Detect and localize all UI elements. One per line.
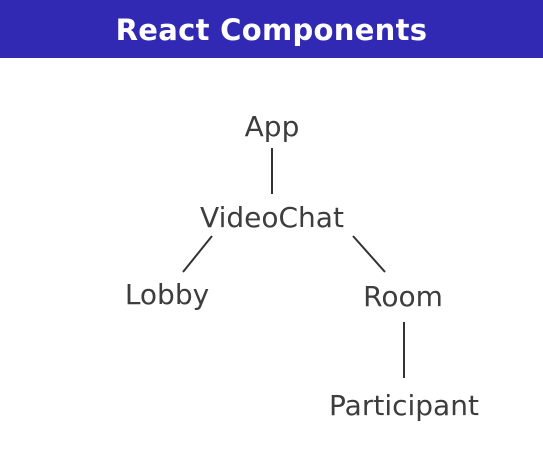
edge-videochat-room (352, 235, 386, 273)
node-app: App (245, 110, 300, 143)
node-lobby: Lobby (125, 278, 209, 311)
edge-videochat-lobby (182, 235, 213, 273)
header-banner: React Components (0, 0, 543, 58)
node-videochat: VideoChat (200, 201, 344, 234)
node-room: Room (363, 280, 443, 313)
node-participant: Participant (329, 389, 479, 422)
header-title: React Components (115, 13, 428, 47)
